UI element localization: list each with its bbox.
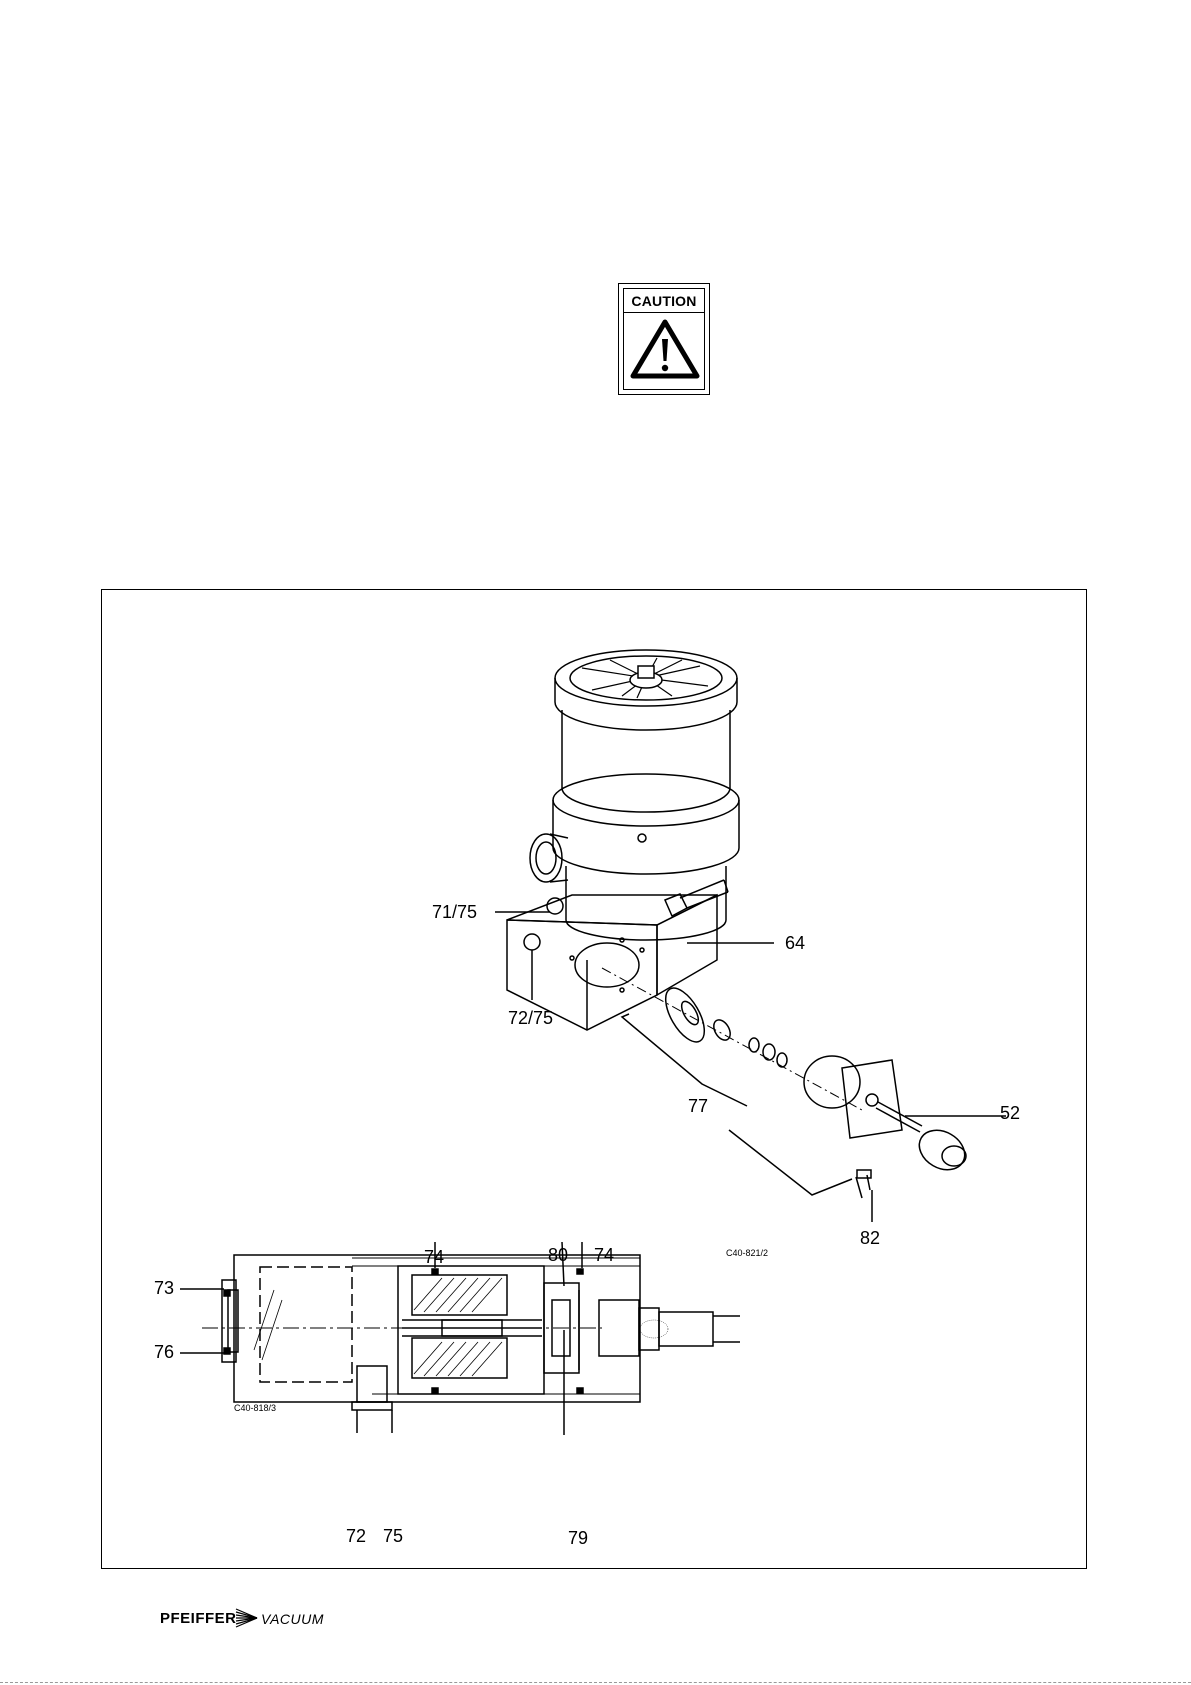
pump-drawing <box>102 590 1088 1570</box>
callout-72: 72 <box>346 1526 366 1546</box>
callout-75: 75 <box>383 1526 403 1546</box>
callout-79: 79 <box>568 1528 588 1548</box>
callout-71-75: 71/75 <box>432 902 477 922</box>
exploded-view-figure: 71/75 64 72/75 77 52 C40-821/2 82 74 80 … <box>101 589 1087 1569</box>
brand-secondary: VACUUM <box>261 1611 324 1627</box>
callout-82: 82 <box>860 1228 880 1248</box>
drawing-ref-bottom: C40-818/3 <box>234 1403 276 1413</box>
warning-triangle-icon <box>630 319 700 379</box>
callout-76: 76 <box>154 1342 174 1362</box>
brand-primary: PFEIFFER <box>160 1610 237 1627</box>
callout-80: 80 <box>548 1245 568 1265</box>
callout-77: 77 <box>688 1096 708 1116</box>
callout-74-right: 74 <box>594 1245 614 1265</box>
page-bottom-rule <box>0 1682 1191 1683</box>
callout-64: 64 <box>785 933 805 953</box>
caution-label: CAUTION <box>624 290 704 313</box>
caution-sign-inner: CAUTION <box>623 288 705 390</box>
caution-sign: CAUTION <box>618 283 710 395</box>
callout-74-left: 74 <box>424 1247 444 1267</box>
brand-mark-icon <box>235 1607 259 1629</box>
callout-72-75-top: 72/75 <box>508 1008 553 1028</box>
callout-73: 73 <box>154 1278 174 1298</box>
callout-52: 52 <box>1000 1103 1020 1123</box>
drawing-ref-top: C40-821/2 <box>726 1248 768 1258</box>
